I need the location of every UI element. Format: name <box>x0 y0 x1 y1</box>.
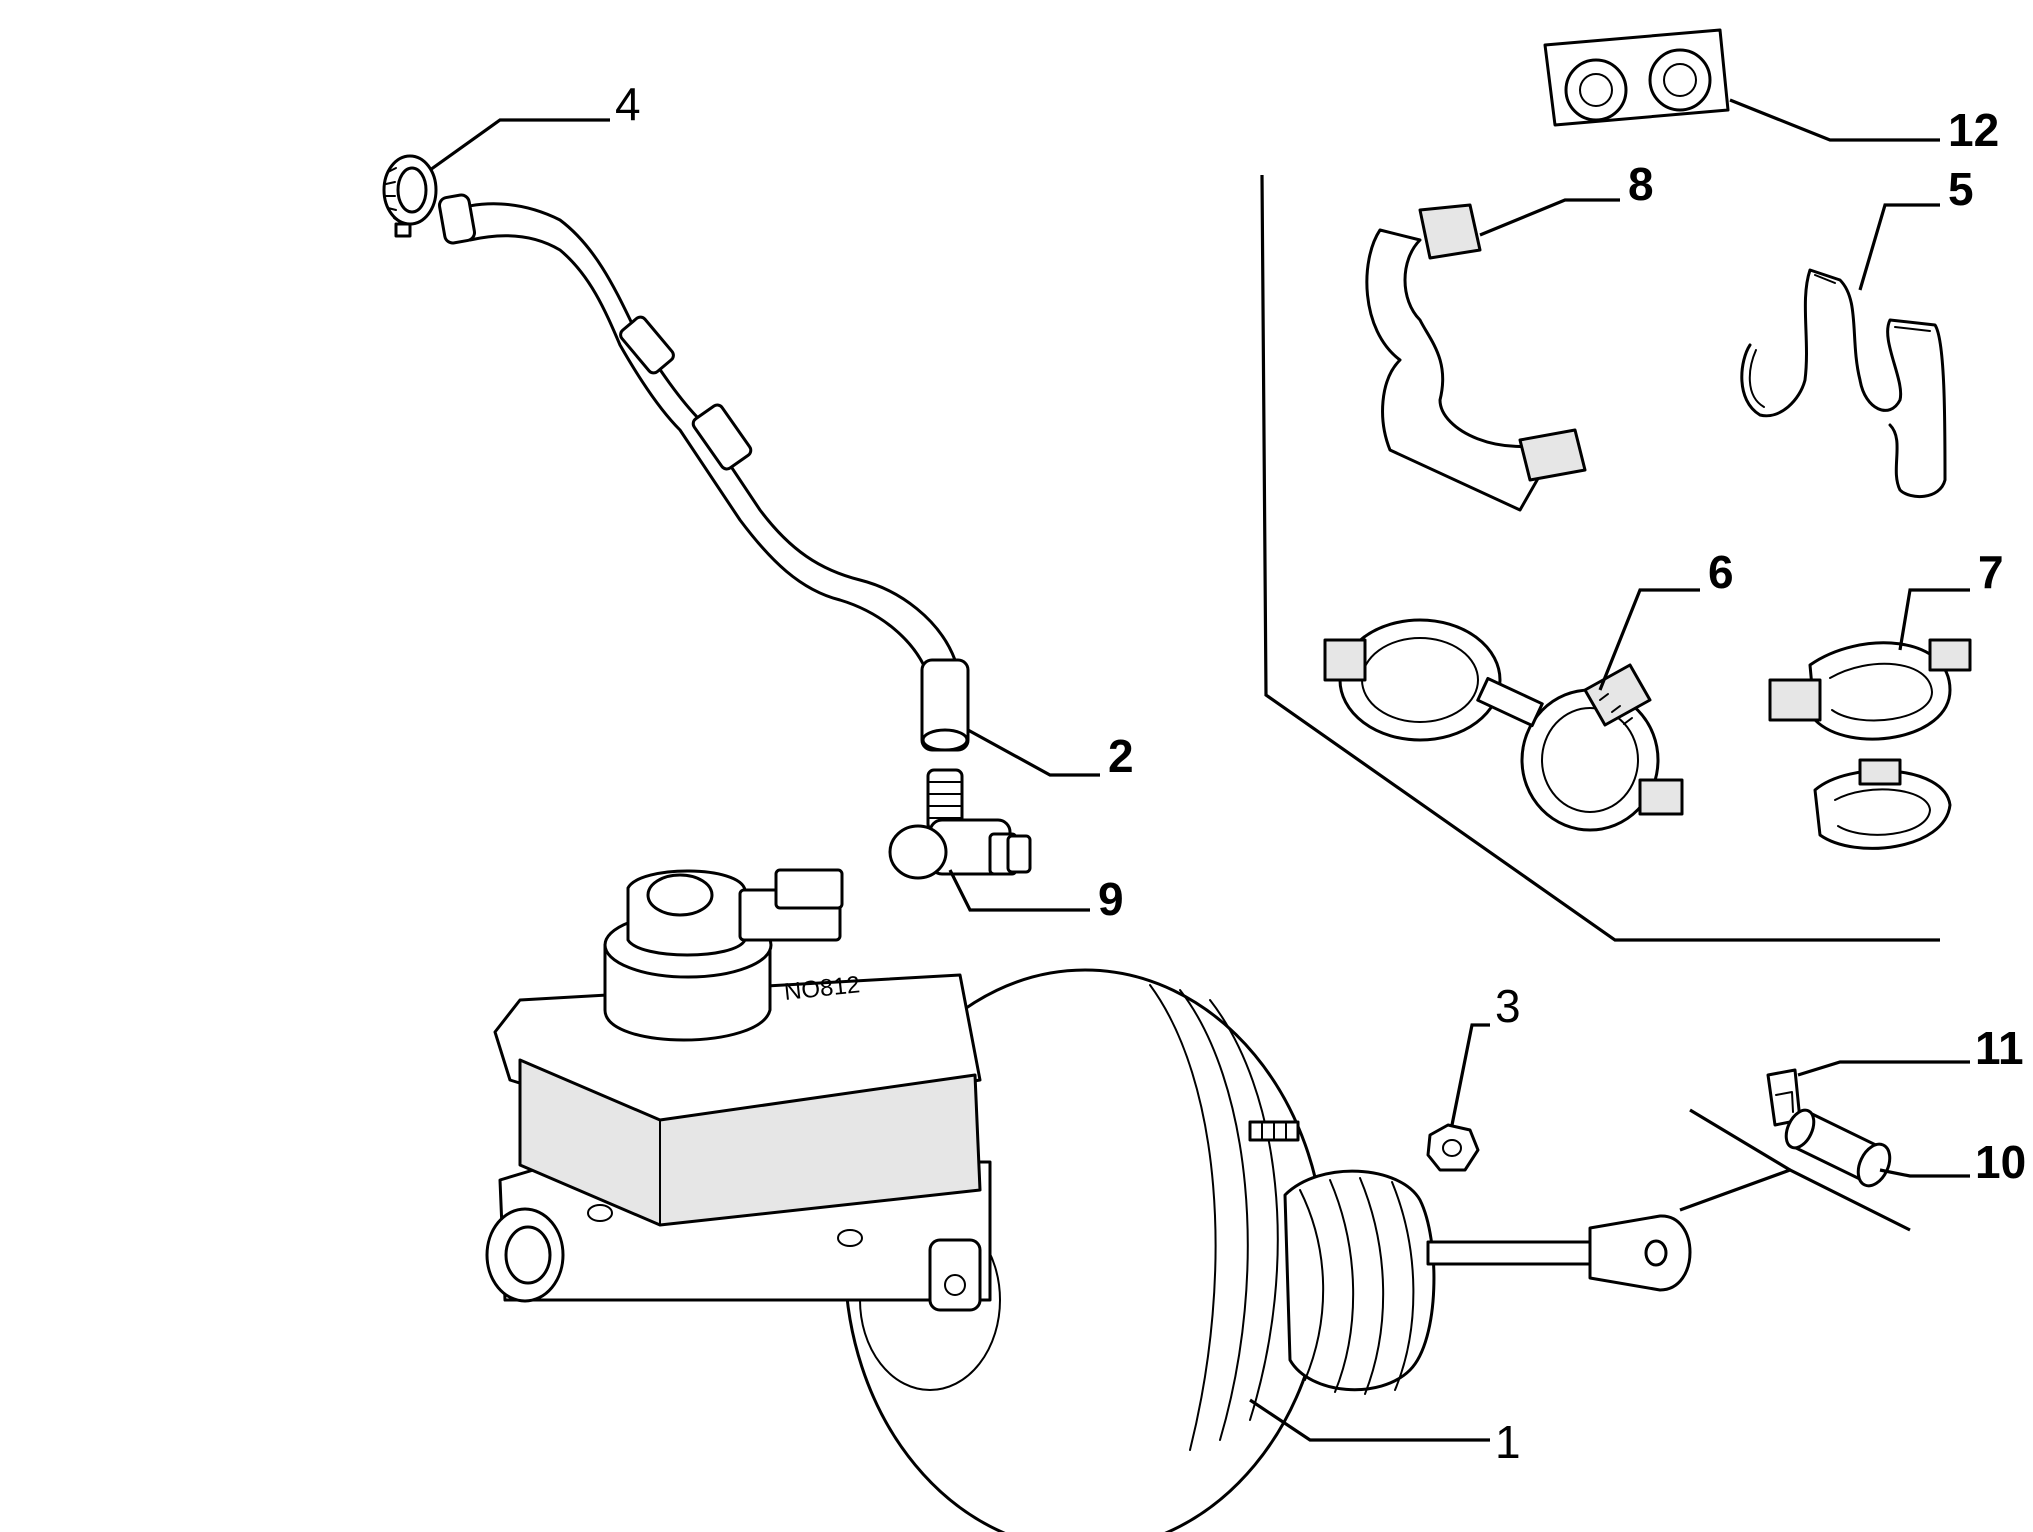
callout-8: 8 <box>1628 158 1654 210</box>
leader-lines <box>429 98 1970 1442</box>
part-12-double-clip <box>1543 28 1730 127</box>
leader-4 <box>429 118 610 172</box>
callout-4: 4 <box>615 78 641 130</box>
assembly-pointer <box>1679 1108 1911 1232</box>
callout-2: 2 <box>1108 730 1134 782</box>
part-6-double-hose-clip <box>1323 618 1684 832</box>
part-1-brake-booster-assembly: NO812 <box>485 868 1692 1532</box>
callout-5: 5 <box>1948 163 1974 215</box>
callout-11: 11 <box>1975 1022 2024 1074</box>
leader-8 <box>1479 198 1620 237</box>
part-2-vacuum-hose <box>438 193 970 752</box>
leader-3 <box>1450 1023 1490 1126</box>
callout-12: 12 <box>1948 104 1999 156</box>
callout-labels: 1 2 3 4 5 6 7 8 9 10 11 12 <box>615 78 2026 1468</box>
leader-7 <box>1898 588 1970 651</box>
part-7-clip <box>1768 638 1972 850</box>
leader-6 <box>1598 588 1700 691</box>
part-8-clip <box>1365 203 1587 512</box>
clip-inset-frame <box>1260 174 1940 942</box>
part-4-hose-clamp <box>382 154 438 238</box>
leader-9 <box>948 869 1090 912</box>
callout-6: 6 <box>1708 546 1734 598</box>
leader-1 <box>1249 1398 1490 1442</box>
part-10-pin <box>1784 1108 1892 1188</box>
part-9-check-valve <box>888 768 1032 880</box>
part-5-wire-spring <box>1740 268 1947 499</box>
callout-1: 1 <box>1495 1416 1521 1468</box>
leader-12 <box>1729 98 1940 142</box>
callout-9: 9 <box>1098 873 1124 925</box>
callout-10: 10 <box>1975 1136 2026 1188</box>
part-3-nut <box>1426 1123 1480 1172</box>
leader-11 <box>1797 1060 1970 1077</box>
leader-5 <box>1858 203 1940 291</box>
leader-2 <box>967 728 1100 777</box>
callout-3: 3 <box>1495 980 1521 1032</box>
leader-10 <box>1879 1168 1970 1178</box>
callout-7: 7 <box>1978 546 2004 598</box>
